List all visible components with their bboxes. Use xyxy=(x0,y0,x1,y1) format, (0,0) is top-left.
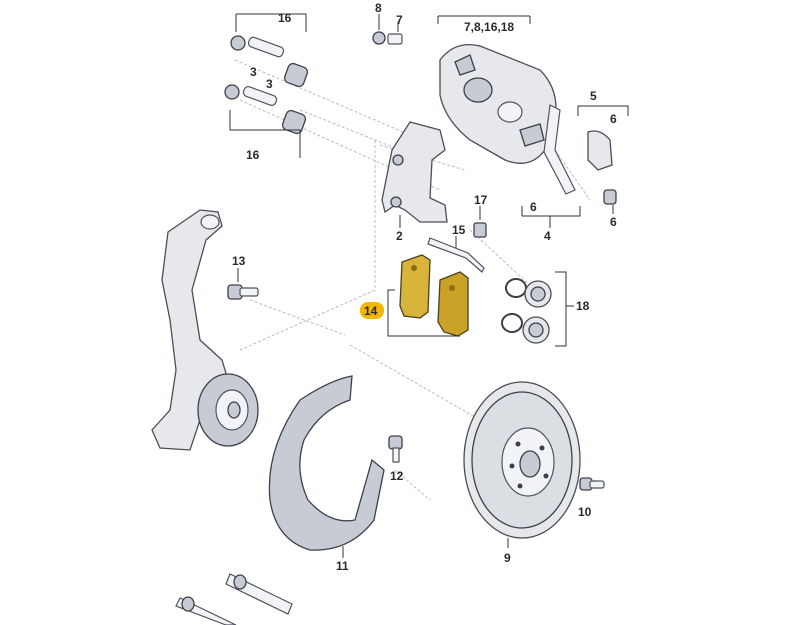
pad-wear-sensor-and-bracket xyxy=(543,104,617,205)
label-3-lower: 3 xyxy=(266,77,273,91)
label-7: 7 xyxy=(396,13,403,27)
label-16-top: 16 xyxy=(278,11,292,25)
label-9: 9 xyxy=(504,551,511,565)
label-6-left: 6 xyxy=(530,200,537,214)
label-10: 10 xyxy=(578,505,592,519)
splash-shield xyxy=(268,375,385,551)
bleeder-screw-and-cap xyxy=(372,31,403,45)
label-4: 4 xyxy=(544,229,551,243)
label-3-upper: 3 xyxy=(250,65,257,79)
label-2: 2 xyxy=(396,229,403,243)
knuckle-bolt xyxy=(227,284,259,300)
wear-sensor-wire xyxy=(427,222,487,273)
label-18: 18 xyxy=(576,299,590,313)
highlight-marker-14 xyxy=(360,302,384,319)
label-12: 12 xyxy=(390,469,404,483)
guide-pins-and-bushings xyxy=(224,35,309,135)
label-6-right: 6 xyxy=(610,215,617,229)
label-11: 11 xyxy=(336,559,349,573)
label-14: 14 xyxy=(364,304,378,318)
brake-pads xyxy=(399,254,469,337)
label-13: 13 xyxy=(232,254,246,268)
piston-seals-and-pistons xyxy=(501,278,552,344)
brake-disc xyxy=(463,381,581,539)
label-8: 8 xyxy=(375,1,382,15)
brake-caliper xyxy=(439,43,557,164)
shield-bolt xyxy=(388,435,403,463)
caliper-carrier xyxy=(381,121,448,223)
label-16-bottom: 16 xyxy=(246,148,260,162)
label-6-right-top: 6 xyxy=(610,112,617,126)
label-5: 5 xyxy=(590,89,597,103)
steering-knuckle xyxy=(151,209,259,451)
label-15: 15 xyxy=(452,223,466,237)
disc-screw xyxy=(579,477,605,491)
label-7-8-16-18: 7,8,16,18 xyxy=(464,20,514,34)
label-17: 17 xyxy=(474,193,488,207)
grease-tubes xyxy=(175,573,293,625)
